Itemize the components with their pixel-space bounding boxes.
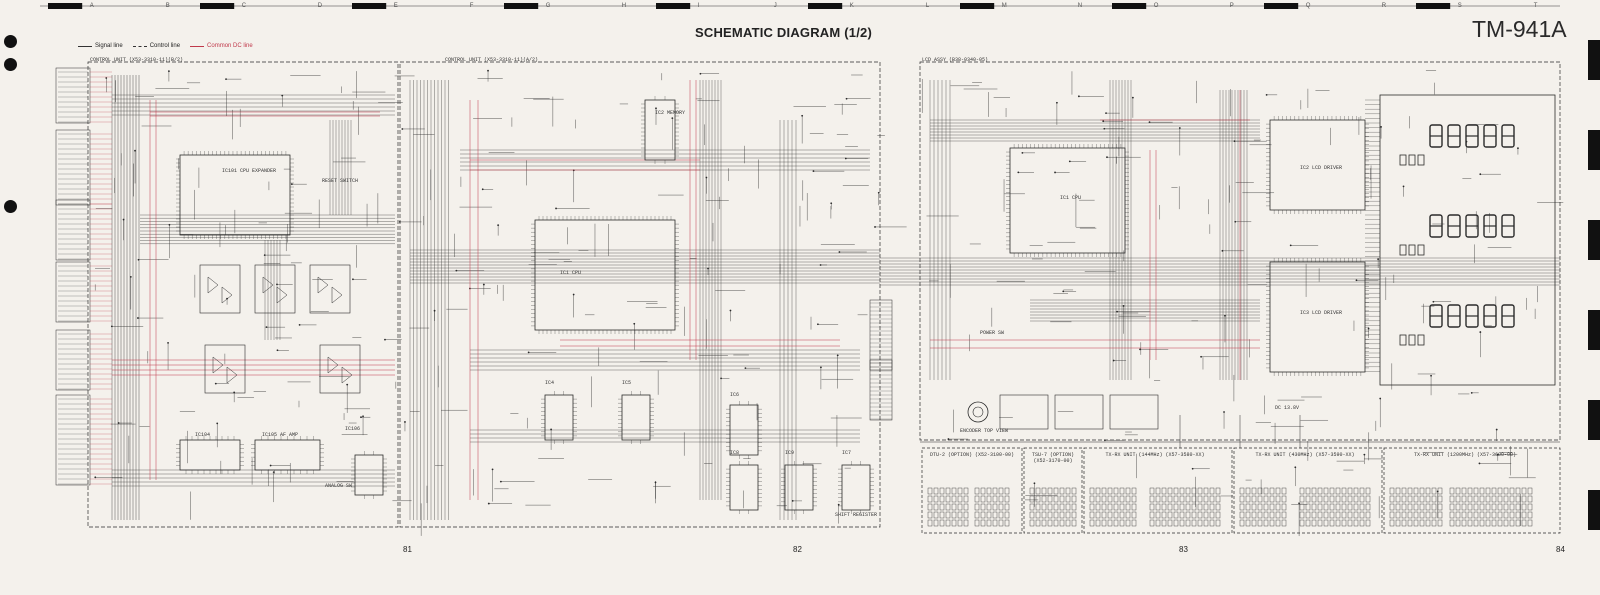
txrx1-border <box>1083 447 1233 534</box>
page-number: 81 <box>403 545 412 554</box>
connector-blocks <box>55 67 893 486</box>
ic-label: IC104 <box>195 432 211 438</box>
grid-letter: F <box>469 3 474 9</box>
unit-label-tsu: TSU-7 (OPTION) (X52-3170-00) <box>1031 452 1074 464</box>
grid-letter: P <box>1229 3 1234 9</box>
grid-letter: C <box>241 3 247 9</box>
unit-label-txrx3: TX-RX UNIT (1200MHz) (X57-3600-00) <box>1413 452 1517 458</box>
control-unit-a-border <box>399 61 881 528</box>
right-edge-marks <box>1588 40 1600 530</box>
line-legend: Signal line Control line Common DC line <box>78 43 253 49</box>
grid-letter: I <box>697 3 700 9</box>
unit-label-control-a: CONTROL UNIT (X53-3310-11)(A/2) <box>445 57 539 63</box>
ic-label: IC8 <box>730 450 740 456</box>
ic-label: IC4 <box>545 380 555 386</box>
lcd-segment-panel <box>1365 94 1556 386</box>
txrx2-border <box>1233 447 1383 534</box>
page-number: 82 <box>793 545 802 554</box>
bottom-connector-arrays <box>927 487 1533 527</box>
legend-dc: Common DC line <box>190 43 253 49</box>
grid-letter: K <box>849 3 854 9</box>
analog-switch-label: ANALOG SW <box>325 483 353 489</box>
ic-label: IC106 <box>345 426 361 432</box>
diagram-title: SCHEMATIC DIAGRAM (1/2) <box>695 25 872 40</box>
encoder-label: ENCODER TOP VIEW <box>960 428 1009 434</box>
ic-label: IC105 AF AMP <box>262 432 299 438</box>
ic-label: IC3 LCD DRIVER <box>1300 310 1343 316</box>
grid-letter: H <box>621 3 627 9</box>
grid-letter: G <box>545 3 551 9</box>
unit-label-txrx1: TX-RX UNIT (144MHz) (X57-3580-XX) <box>1105 452 1205 458</box>
unit-label-control-b: CONTROL UNIT (X53-3310-11)(B/2) <box>90 57 184 63</box>
binder-hole <box>4 200 17 213</box>
dc-label: DC 13.8V <box>1275 405 1300 411</box>
grid-letter: R <box>1381 3 1387 9</box>
ic-label: IC7 <box>842 450 852 456</box>
unit-label-txrx2: TX-RX UNIT (430MHz) (X57-3590-XX) <box>1255 452 1355 458</box>
grid-letter: L <box>925 3 930 9</box>
wire-network <box>94 69 1564 537</box>
dc-wire-network <box>112 80 1260 500</box>
dtu-border <box>921 447 1023 534</box>
unit-borders <box>87 61 1561 534</box>
grid-letter: J <box>773 3 777 9</box>
grid-letter: E <box>393 3 398 9</box>
ic-label: IC2 LCD DRIVER <box>1300 165 1343 171</box>
grid-bar <box>40 3 1560 9</box>
grid-letter: B <box>165 3 170 9</box>
ic-label: IC6 <box>730 392 740 398</box>
grid-letter: N <box>1077 3 1083 9</box>
grid-letter: A <box>89 3 94 9</box>
binder-hole <box>4 58 17 71</box>
grid-letter: M <box>1001 3 1007 9</box>
binder-hole <box>4 35 17 48</box>
power-switch-label: POWER SW <box>980 330 1005 336</box>
grid-letter: S <box>1457 3 1462 9</box>
legend-signal: Signal line <box>78 43 123 49</box>
grid-letter: T <box>1533 3 1538 9</box>
grid-letter: O <box>1153 3 1159 9</box>
legend-control: Control line <box>132 43 180 49</box>
ic-label: IC1 CPU <box>560 270 582 276</box>
ic-label: IC2 MEMORY <box>655 110 686 116</box>
tsu-border <box>1023 447 1083 534</box>
page-number: 83 <box>1179 545 1188 554</box>
shift-register-label: SHIFT REGISTER <box>835 512 878 518</box>
ic-label: IC9 <box>785 450 795 456</box>
unit-label-lcd: LCD ASSY (B38-0340-05) <box>922 57 989 63</box>
ic-label: IC1 CPU <box>1060 195 1082 201</box>
page-number: 84 <box>1556 545 1565 554</box>
ic-blocks <box>176 96 1369 514</box>
control-unit-b-border <box>87 61 399 528</box>
txrx3-border <box>1383 447 1561 534</box>
grid-letter: D <box>317 3 323 9</box>
unit-label-dtu: DTU-2 (OPTION) (X52-3100-00) <box>929 452 1014 458</box>
model-number: TM-941A <box>1472 16 1567 42</box>
ic-label: IC101 CPU EXPANDER <box>222 168 277 174</box>
grid-letter: Q <box>1305 3 1311 9</box>
ic-label: IC5 <box>622 380 632 386</box>
reset-switch-label: RESET SWITCH <box>322 178 359 184</box>
